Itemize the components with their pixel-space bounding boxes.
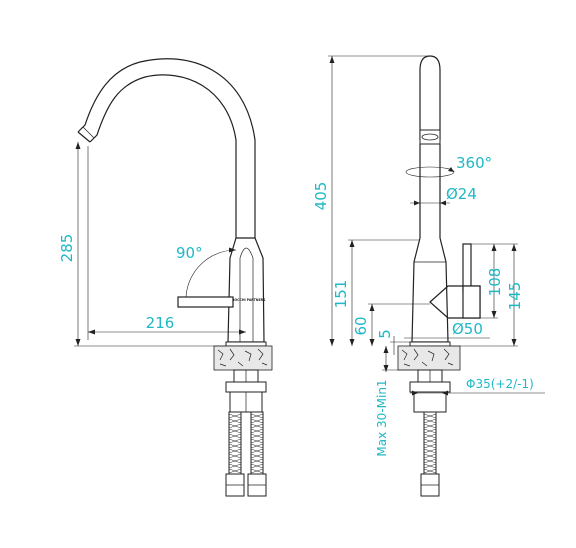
hose-braid-line — [228, 468, 242, 474]
dim-d24-label: Ø24 — [446, 185, 477, 203]
dim-counter-thickness: Max 30-Min1 — [375, 346, 418, 457]
left-spout-inner — [89, 74, 237, 238]
dim-90-degree: 90° — [176, 244, 237, 298]
dim-5: 5 — [376, 329, 410, 355]
hose-braid-line — [228, 433, 242, 439]
hose-braid-line — [228, 453, 242, 459]
dim-5-label: 5 — [376, 329, 394, 339]
hose-braid-line — [250, 423, 264, 429]
left-handle — [177, 296, 234, 308]
hose-braid-line — [423, 433, 437, 439]
dim-diameter-24: Ø24 — [410, 185, 477, 206]
left-base-ring — [225, 341, 267, 347]
hose-braid-line — [423, 468, 437, 474]
hose-braid-line — [423, 418, 437, 424]
hose-braid-line — [250, 463, 264, 469]
hose-braid-line — [228, 418, 242, 424]
right-countertop — [397, 345, 461, 371]
right-lever — [462, 243, 472, 293]
hose-braid-line — [423, 413, 437, 419]
hose-braid-line — [250, 438, 264, 444]
dim-108: 108 — [471, 243, 518, 319]
dim-145-label: 145 — [506, 282, 524, 311]
dim-counter-label: Max 30-Min1 — [375, 379, 389, 456]
left-countertop — [213, 345, 273, 371]
left-body — [227, 237, 265, 343]
hose-braid-line — [423, 463, 437, 469]
hose-braid-line — [423, 423, 437, 429]
left-nut — [225, 381, 267, 393]
dim-285: 285 — [58, 142, 81, 346]
dim-d50-label: Ø50 — [452, 320, 483, 338]
dim-360-label: 360° — [456, 154, 492, 172]
dim-405: 405 — [312, 55, 430, 346]
logo-text: BOCCHI PARTNERS — [232, 298, 266, 302]
right-spout — [419, 55, 441, 140]
hose-braid-line — [423, 438, 437, 444]
hose-braid-line — [423, 428, 437, 434]
hose-braid-line — [228, 428, 242, 434]
hose-braid-line — [250, 413, 264, 419]
dim-mount-35: Φ35(+2/-1) — [410, 377, 545, 396]
right-front-view: 405 360° Ø24 151 60 — [312, 55, 545, 497]
hose-braid-line — [250, 453, 264, 459]
dim-216-label: 216 — [146, 314, 175, 332]
dim-405-label: 405 — [312, 182, 330, 211]
left-spout-tip — [77, 131, 91, 143]
hose-braid-line — [228, 423, 242, 429]
dim-diameter-50: Ø50 — [404, 320, 490, 339]
hose-braid-line — [250, 458, 264, 464]
dim-145: 145 — [450, 244, 524, 347]
right-nut — [409, 381, 451, 393]
dim-151: 151 — [332, 239, 420, 346]
hose-braid-line — [228, 463, 242, 469]
dim-60: 60 — [352, 303, 430, 346]
hose-braid-line — [250, 433, 264, 439]
hose-braid-line — [228, 413, 242, 419]
hose-braid-line — [250, 468, 264, 474]
dim-216: 216 — [87, 146, 246, 340]
hose-braid-line — [423, 443, 437, 449]
right-supply-hose — [420, 411, 440, 497]
hose-braid-line — [228, 458, 242, 464]
dim-285-label: 285 — [58, 234, 76, 263]
left-spout-outer — [77, 58, 256, 238]
dim-360-rotation: 360° — [405, 154, 492, 178]
hose-braid-line — [250, 448, 264, 454]
hose-braid-line — [228, 443, 242, 449]
hose-braid-line — [228, 448, 242, 454]
hose-braid-line — [423, 458, 437, 464]
dim-60-label: 60 — [352, 316, 370, 335]
dim-90-label: 90° — [176, 244, 203, 262]
dim-108-label: 108 — [486, 268, 504, 297]
dim-mount-label: Φ35(+2/-1) — [466, 377, 534, 391]
hose-braid-line — [250, 418, 264, 424]
hose-braid-line — [250, 443, 264, 449]
hose-braid-line — [423, 448, 437, 454]
left-supply-hoses — [225, 411, 267, 497]
hose-braid-line — [423, 453, 437, 459]
left-side-view: BOCCHI PARTNERS 285 — [58, 58, 273, 497]
dim-151-label: 151 — [332, 280, 350, 309]
hose-braid-line — [228, 438, 242, 444]
hose-braid-line — [250, 428, 264, 434]
